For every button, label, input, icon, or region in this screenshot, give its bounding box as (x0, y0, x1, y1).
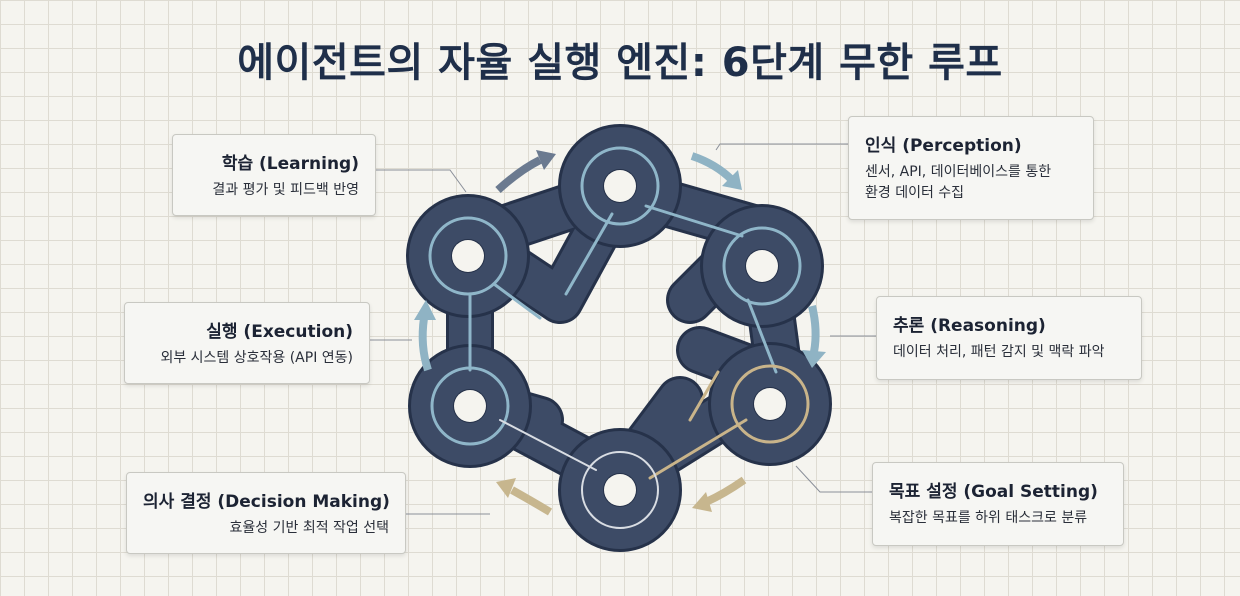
stage-desc-reasoning: 데이터 처리, 패턴 감지 및 맥락 파악 (893, 344, 1105, 360)
stage-card-execution: 실행 (Execution) 외부 시스템 상호작용 (API 연동) (124, 302, 370, 384)
stage-card-perception: 인식 (Perception) 센서, API, 데이터베이스를 통한 환경 데… (848, 116, 1094, 220)
leader-goal (795, 465, 872, 493)
road-loop (406, 124, 832, 552)
stage-title-decision: 의사 결정 (Decision Making) (143, 492, 390, 512)
stage-desc-perception-line2: 환경 데이터 수집 (865, 185, 965, 201)
page-title: 에이전트의 자율 실행 엔진: 6단계 무한 루프 (237, 40, 1003, 86)
stage-title-goal-setting: 목표 설정 (Goal Setting) (889, 482, 1098, 502)
arrow-to-execution (414, 300, 436, 372)
arrow-to-goal-setting (692, 476, 747, 512)
stage-desc-execution: 외부 시스템 상호작용 (API 연동) (160, 350, 353, 366)
stage-title-perception: 인식 (Perception) (865, 136, 1022, 156)
arrow-to-learning (495, 150, 556, 193)
arrow-to-perception (690, 152, 742, 190)
stage-title-execution: 실행 (Execution) (206, 322, 353, 342)
stage-desc-decision: 효율성 기반 최적 작업 선택 (229, 520, 389, 536)
stage-desc-learning: 결과 평가 및 피드백 반영 (212, 182, 359, 198)
stage-card-reasoning: 추론 (Reasoning) 데이터 처리, 패턴 감지 및 맥락 파악 (876, 296, 1142, 380)
stage-card-goal-setting: 목표 설정 (Goal Setting) 복잡한 목표를 하위 태스크로 분류 (872, 462, 1124, 546)
leader-learning (376, 169, 467, 193)
stage-desc-perception-line1: 센서, API, 데이터베이스를 통한 (865, 164, 1052, 180)
stage-card-decision: 의사 결정 (Decision Making) 효율성 기반 최적 작업 선택 (126, 472, 406, 554)
leader-perception (715, 143, 848, 151)
arrow-to-reasoning (802, 305, 826, 368)
stage-desc-goal-setting: 복잡한 목표를 하위 태스크로 분류 (889, 510, 1088, 526)
arrow-to-decision (496, 478, 553, 516)
stage-title-reasoning: 추론 (Reasoning) (893, 316, 1046, 336)
stage-card-learning: 학습 (Learning) 결과 평가 및 피드백 반영 (172, 134, 376, 216)
leader-lines (370, 143, 876, 515)
flow-arrows (414, 150, 826, 516)
stage-title-learning: 학습 (Learning) (221, 154, 359, 174)
